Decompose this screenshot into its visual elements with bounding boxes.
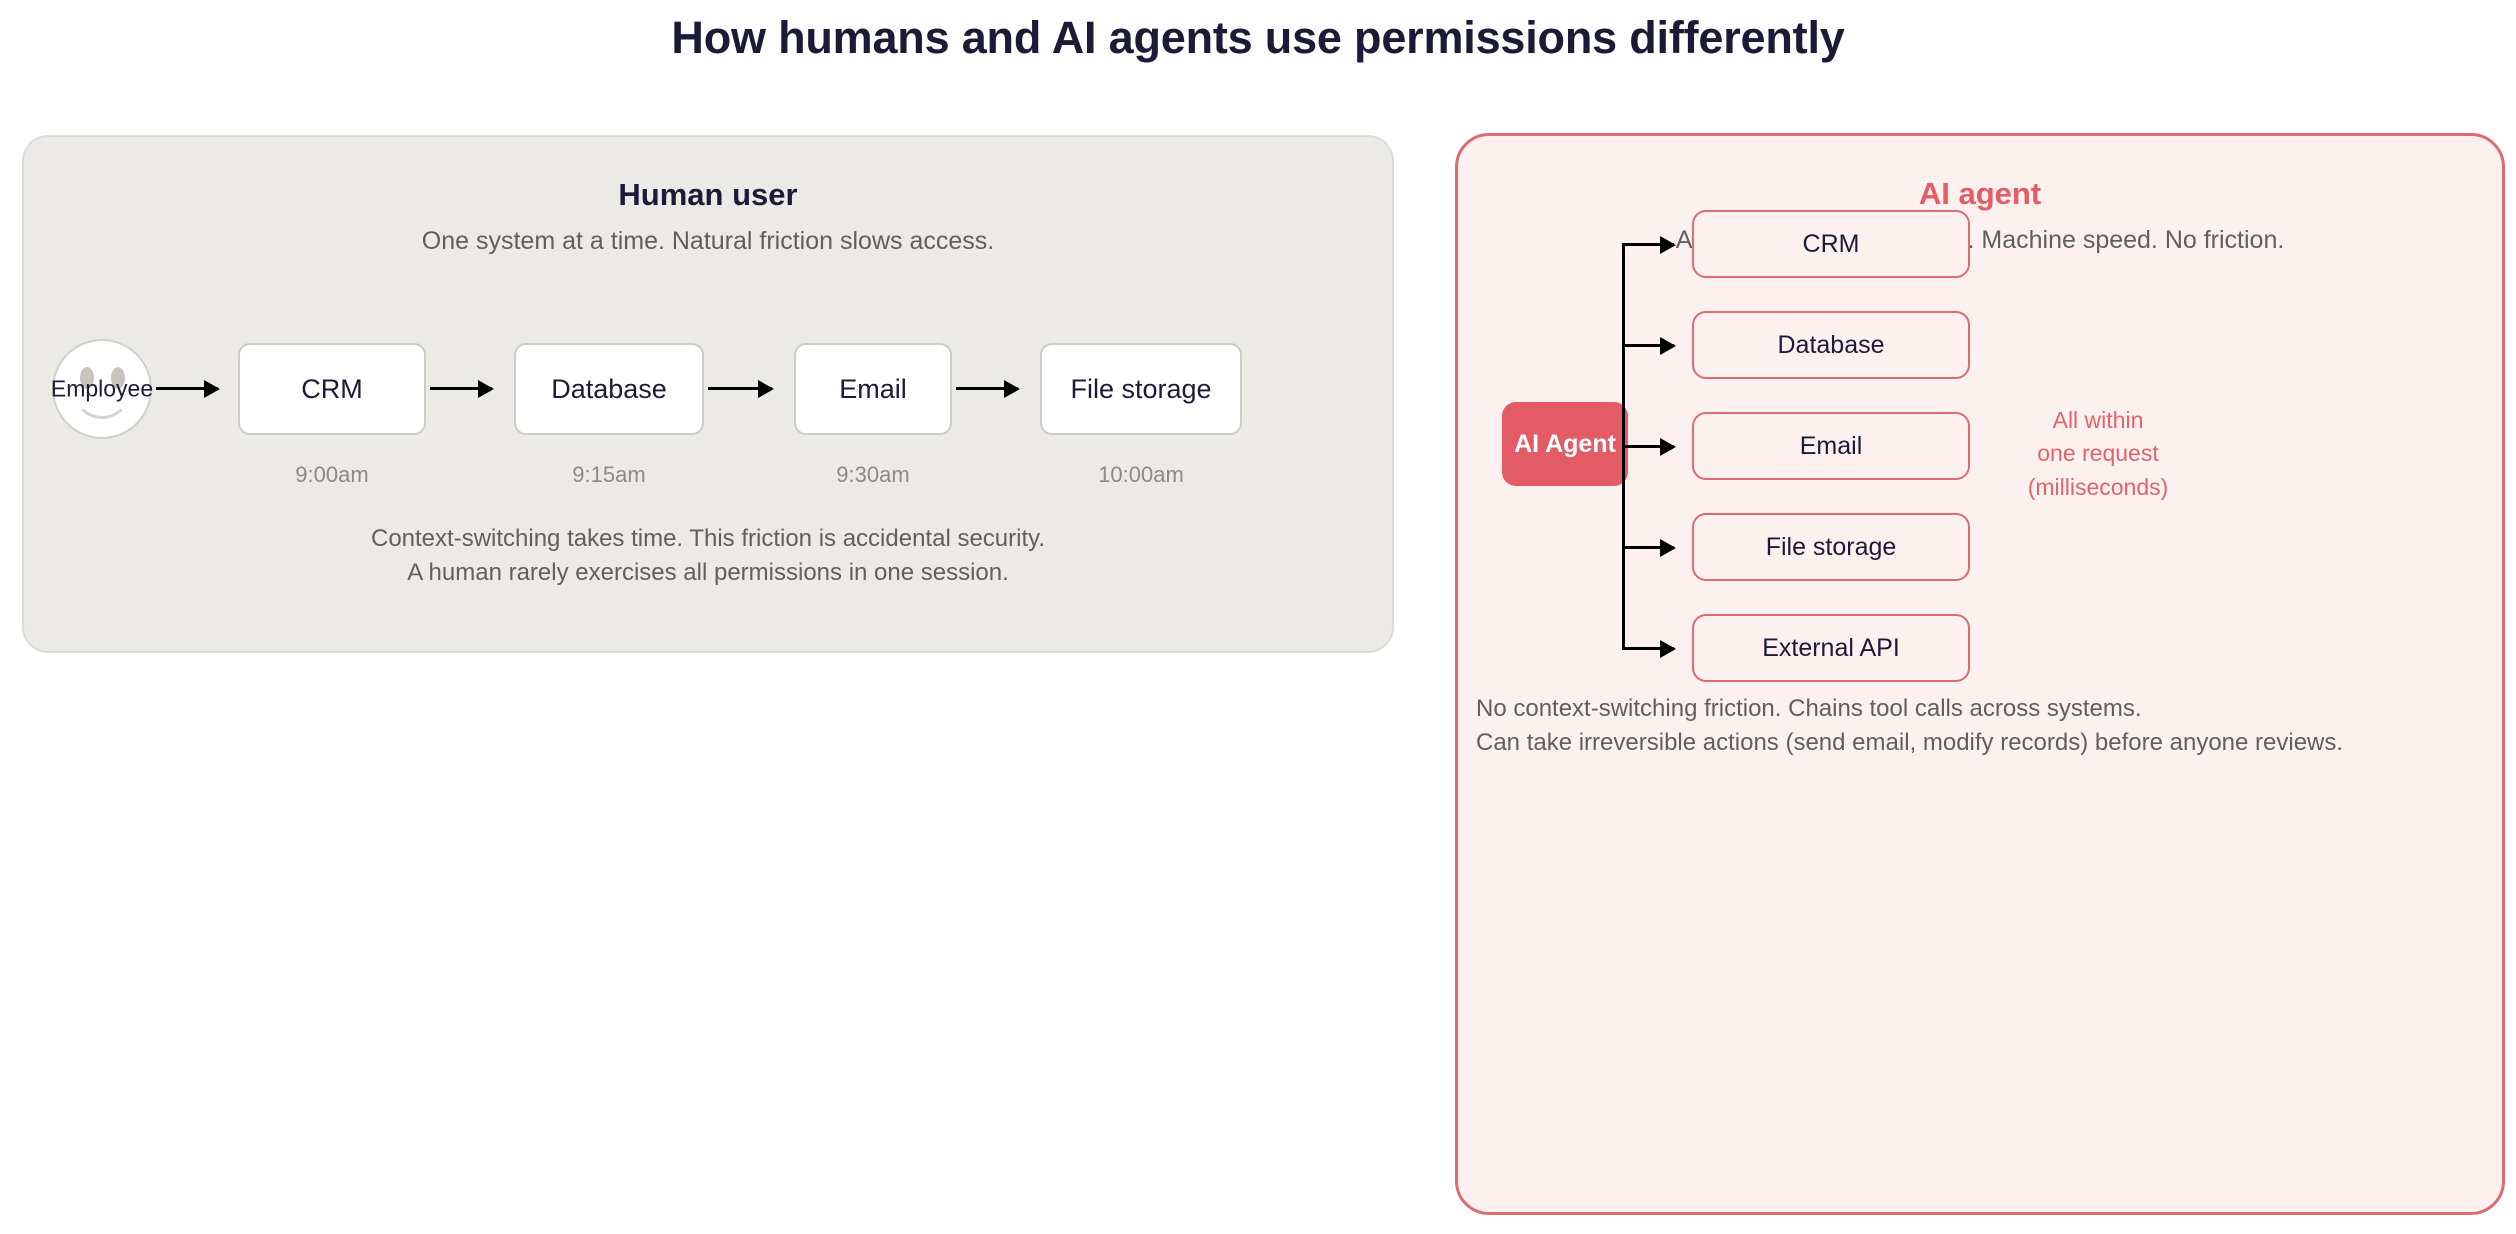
timestamp-crm: 9:00am	[295, 462, 369, 487]
human-panel-subtitle: One system at a time. Natural friction s…	[421, 227, 995, 255]
agent-panel-heading: AI agent	[1918, 176, 2042, 211]
human-timestamp-row: 9:00am 9:15am 9:30am 10:00am	[52, 462, 1372, 492]
employee-node: Employee	[51, 339, 153, 439]
smiley-mouth-icon	[73, 375, 131, 419]
flow-arrow-icon-2	[708, 387, 772, 390]
fanout-arrow-icon-external-api	[1622, 647, 1674, 650]
ai-agent-panel: AI agent All systems in one request. Mac…	[1455, 133, 2505, 1215]
timestamp-file-storage: 10:00am	[1098, 462, 1184, 487]
fanout-arrow-icon-database	[1622, 344, 1674, 347]
agent-timing-annotation: All within one request (milliseconds)	[2027, 407, 2169, 500]
fanout-arrow-icon-email	[1622, 445, 1674, 448]
flow-arrow-icon-0	[156, 387, 218, 390]
human-user-panel: Human user One system at a time. Natural…	[22, 135, 1394, 653]
human-panel-footnote: Context-switching takes time. This frict…	[370, 525, 1046, 587]
ai-agent-node: AI Agent	[1502, 402, 1628, 486]
agent-target-box-email: Email	[1692, 412, 1970, 480]
fanout-arrow-icon-crm	[1622, 243, 1674, 246]
human-step-box-file-storage: File storage	[1040, 343, 1242, 435]
page-title: How humans and AI agents use permissions…	[671, 12, 1845, 63]
human-flow-row: Employee CRM Database Email File storage	[51, 337, 1372, 441]
agent-target-box-external-api: External API	[1692, 614, 1970, 682]
human-step-box-email: Email	[794, 343, 952, 435]
human-step-box-crm: CRM	[238, 343, 426, 435]
timestamp-database: 9:15am	[572, 462, 646, 487]
employee-label: Employee	[50, 375, 154, 402]
timestamp-email: 9:30am	[836, 462, 910, 487]
agent-target-box-database: Database	[1692, 311, 1970, 379]
agent-fanout-diagram: AI Agent CRM Database Email File storage…	[1458, 136, 2502, 1212]
flow-arrow-icon-3	[956, 387, 1018, 390]
fanout-arrow-icon-file-storage	[1622, 546, 1674, 549]
human-panel-heading: Human user	[618, 177, 798, 212]
employee-circle	[52, 339, 152, 439]
flow-arrow-icon-1	[430, 387, 492, 390]
agent-target-box-crm: CRM	[1692, 210, 1970, 278]
human-step-box-database: Database	[514, 343, 704, 435]
agent-target-box-file-storage: File storage	[1692, 513, 1970, 581]
agent-panel-footnote: No context-switching friction. Chains to…	[1476, 695, 2344, 757]
